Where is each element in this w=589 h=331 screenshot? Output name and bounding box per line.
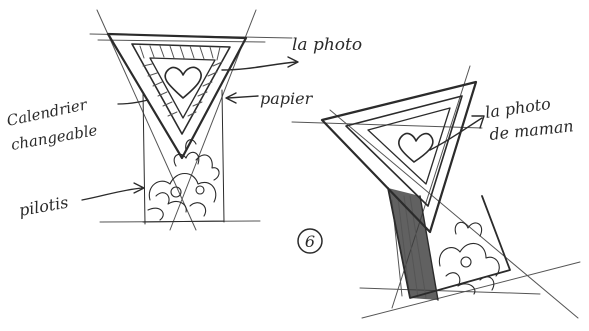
photo-window bbox=[150, 58, 215, 118]
figure-number: 6 bbox=[305, 232, 315, 251]
floral-ornament-icon bbox=[439, 222, 499, 294]
construction-line bbox=[362, 262, 580, 318]
label-photo-left: la photo bbox=[292, 35, 362, 55]
construction-line bbox=[360, 288, 540, 294]
label-papier: papier bbox=[260, 89, 314, 108]
leader-papier bbox=[228, 96, 258, 98]
outer-triangle bbox=[108, 34, 246, 158]
label-photo-right-line1: la photo bbox=[484, 94, 552, 122]
construction-line bbox=[98, 40, 265, 42]
label-photo-right-line2: de maman bbox=[488, 116, 574, 144]
floral-ornament-icon bbox=[148, 140, 219, 220]
label-pilotis: pilotis bbox=[17, 193, 69, 220]
inner-triangle-perspective bbox=[346, 96, 462, 206]
left-frame-sketch bbox=[82, 10, 298, 230]
heart-icon bbox=[399, 133, 433, 162]
heart-icon bbox=[165, 67, 201, 98]
construction-line bbox=[330, 110, 578, 318]
leader-pilotis bbox=[82, 188, 142, 200]
shaded-side-face bbox=[388, 188, 438, 300]
construction-line bbox=[97, 10, 196, 230]
